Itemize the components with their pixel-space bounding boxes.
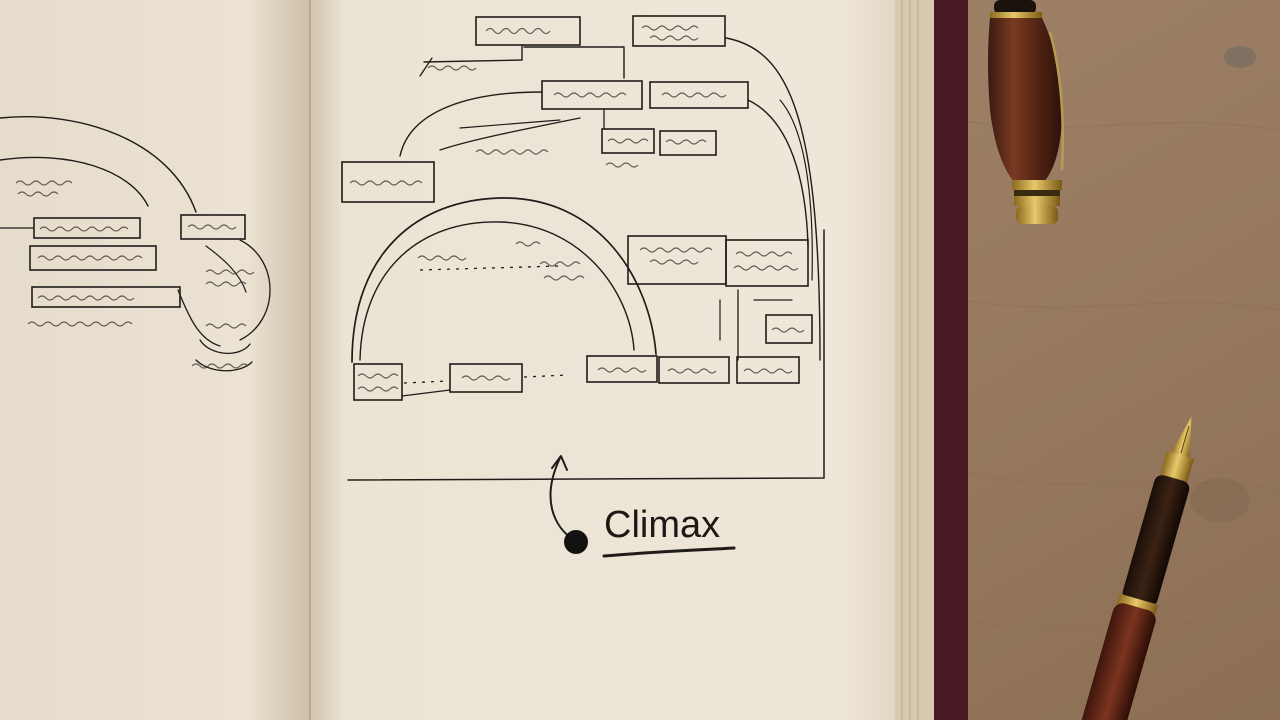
pen-cap <box>988 0 1065 224</box>
right-page <box>310 0 895 720</box>
climax-label: Climax <box>604 504 720 546</box>
climax-dot <box>564 530 588 554</box>
left-page <box>0 0 310 720</box>
left-page-sketch <box>0 116 271 372</box>
arrow-head <box>551 455 568 471</box>
desk-knot <box>1224 46 1256 68</box>
climax-underline <box>602 546 736 558</box>
scribble-labels <box>15 25 805 392</box>
right-page-sketch <box>341 15 825 481</box>
fountain-pen <box>1079 416 1194 720</box>
desk-stain <box>1190 478 1250 522</box>
climax-annotation: Climax <box>549 455 736 558</box>
